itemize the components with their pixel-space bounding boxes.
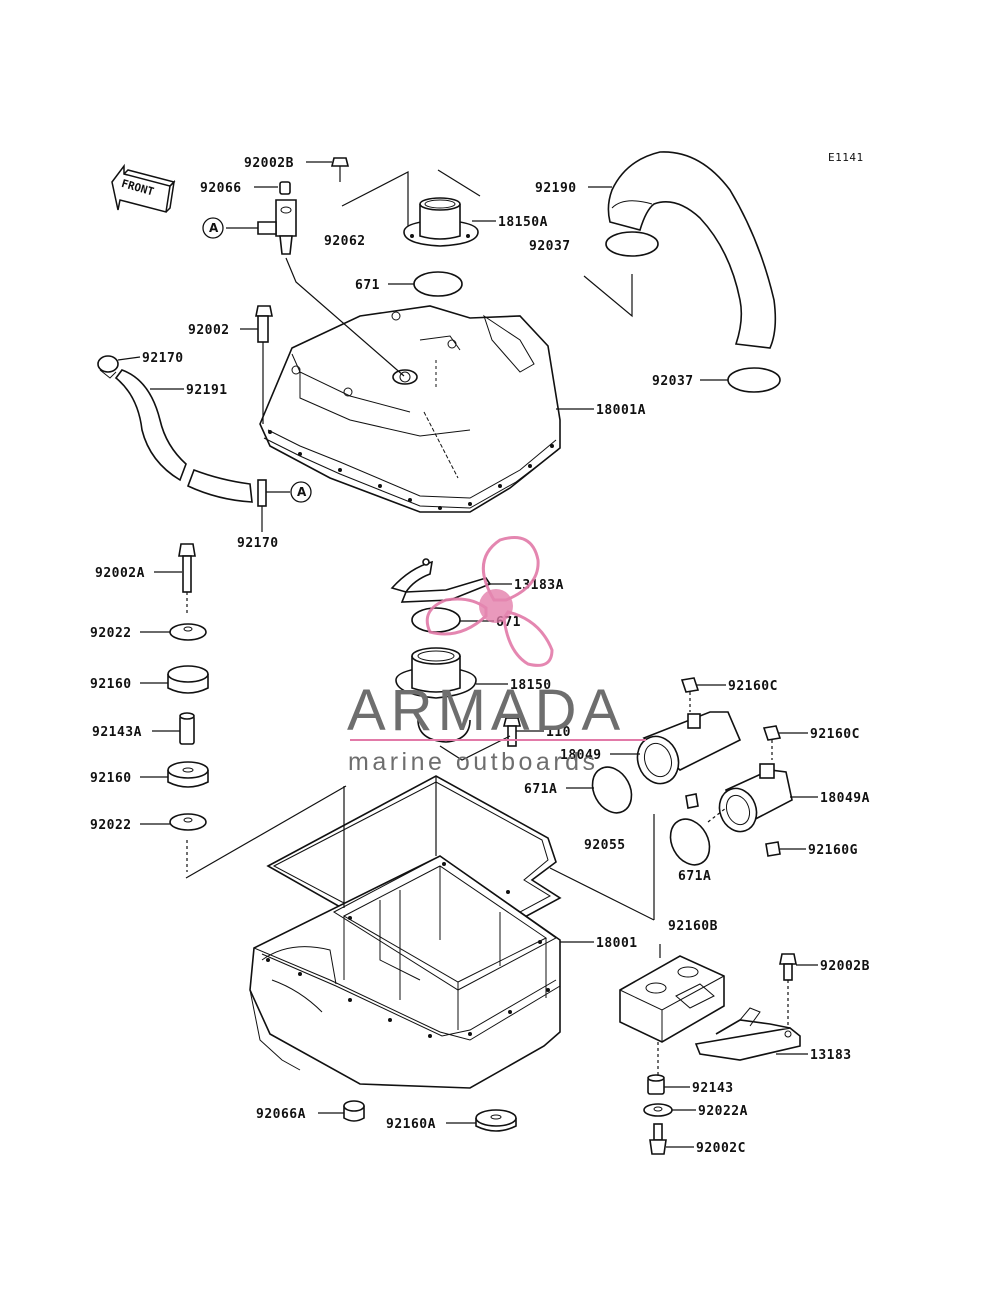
label-92066A: 92066A [256,1107,306,1122]
label-92160G: 92160G [808,843,858,858]
label-110: 110 [546,725,571,740]
watermark-brand: ARMADA [347,678,625,743]
part-18049A-pipe-fitting [718,763,793,833]
label-92002B: 92002B [244,156,294,171]
part-18150A [403,197,479,247]
part-92022-washer-2 [169,813,207,831]
ref-marker-a-bottom: A [290,481,312,503]
label-92160A: 92160A [386,1117,436,1132]
label-92143: 92143 [692,1081,734,1096]
part-110-bolt [502,717,522,747]
part-92066 [279,181,291,195]
part-92002C-bolt [649,1123,667,1155]
part-92160C-clip-2 [762,725,782,760]
propeller-logo-icon [425,536,554,667]
label-92022-bottom: 92022 [90,818,132,833]
label-18150: 18150 [510,678,552,693]
part-92066A-plug [343,1100,365,1122]
part-671A-oring-2 [669,818,711,866]
part-92160B-rubber-block [619,955,725,1043]
label-92191: 92191 [186,383,228,398]
label-92160C-2: 92160C [810,727,860,742]
label-18049: 18049 [560,748,602,763]
part-92062-fitting [257,199,297,255]
front-arrow-icon: FRONT [111,163,176,213]
label-671-top: 671 [355,278,380,293]
label-92055: 92055 [584,838,626,853]
leader-lines [117,161,818,1148]
part-92190-hose [607,151,777,349]
label-92160-top: 92160 [90,677,132,692]
label-92170-top: 92170 [142,351,184,366]
label-92170-bottom: 92170 [237,536,279,551]
part-671-oring-top [413,271,463,297]
label-92160C-1: 92160C [728,679,778,694]
label-92022-top: 92022 [90,626,132,641]
part-92002A-bolt [178,543,196,593]
label-92160-bottom: 92160 [90,771,132,786]
label-18001A: 18001A [596,403,646,418]
part-92037-clamp-top [605,231,659,257]
label-671A-1: 671A [524,782,557,797]
label-13183: 13183 [810,1048,852,1063]
ref-marker-a-top: A [202,217,224,239]
label-92066: 92066 [200,181,242,196]
part-18001A-upper-case [259,305,561,513]
part-92002B-bolt-lower [779,953,797,1028]
part-13183-bracket [694,1007,801,1061]
part-18001-oil-pan [249,855,561,1089]
label-92190: 92190 [535,181,577,196]
label-671A-2: 671A [678,869,711,884]
label-92022A: 92022A [698,1104,748,1119]
label-92037-bottom: 92037 [652,374,694,389]
diagram-code: E1141 [828,151,864,164]
part-92002-bolt [255,305,273,424]
part-92143-collar [647,1074,665,1095]
watermark-tagline: marine outboards [348,748,599,776]
part-92160G-clip-2 [765,841,781,857]
part-92170-clip-bottom [257,479,267,532]
part-13183A-bracket [390,558,492,603]
part-92170-clip-top [97,355,119,379]
part-92022A-washer [643,1103,673,1117]
part-18150-pipe [395,647,477,743]
part-92022-washer-1 [169,623,207,641]
watermark: ARMADA marine outboards [347,536,646,776]
part-92160-damper-2 [167,761,209,788]
part-92160A-damper [475,1109,517,1132]
part-92160G-clip-1 [685,793,699,809]
label-92143A: 92143A [92,725,142,740]
label-92002C: 92002C [696,1141,746,1156]
label-92002A: 92002A [95,566,145,581]
part-18049-pipe-fitting [636,711,742,785]
part-92143A-collar [179,712,195,745]
part-92160C-clip-1 [680,677,700,712]
part-92002B-bolt [330,157,350,182]
label-92037-top: 92037 [529,239,571,254]
part-labels: 92002B 92066 92062 18150A 92190 92037 67… [90,156,870,1156]
svg-text:A: A [297,485,307,499]
part-671A-oring-1 [591,766,633,814]
label-92160B: 92160B [668,919,718,934]
label-92002: 92002 [188,323,230,338]
svg-text:A: A [209,221,219,235]
label-92062: 92062 [324,234,366,249]
label-18001: 18001 [596,936,638,951]
part-92037-clamp-bottom [727,367,781,393]
label-18150A: 18150A [498,215,548,230]
part-92160-damper-1 [167,665,209,694]
part-92191-hose [114,369,253,503]
label-18049A: 18049A [820,791,870,806]
part-671-oring-middle [411,607,461,633]
label-92002B-lower: 92002B [820,959,870,974]
